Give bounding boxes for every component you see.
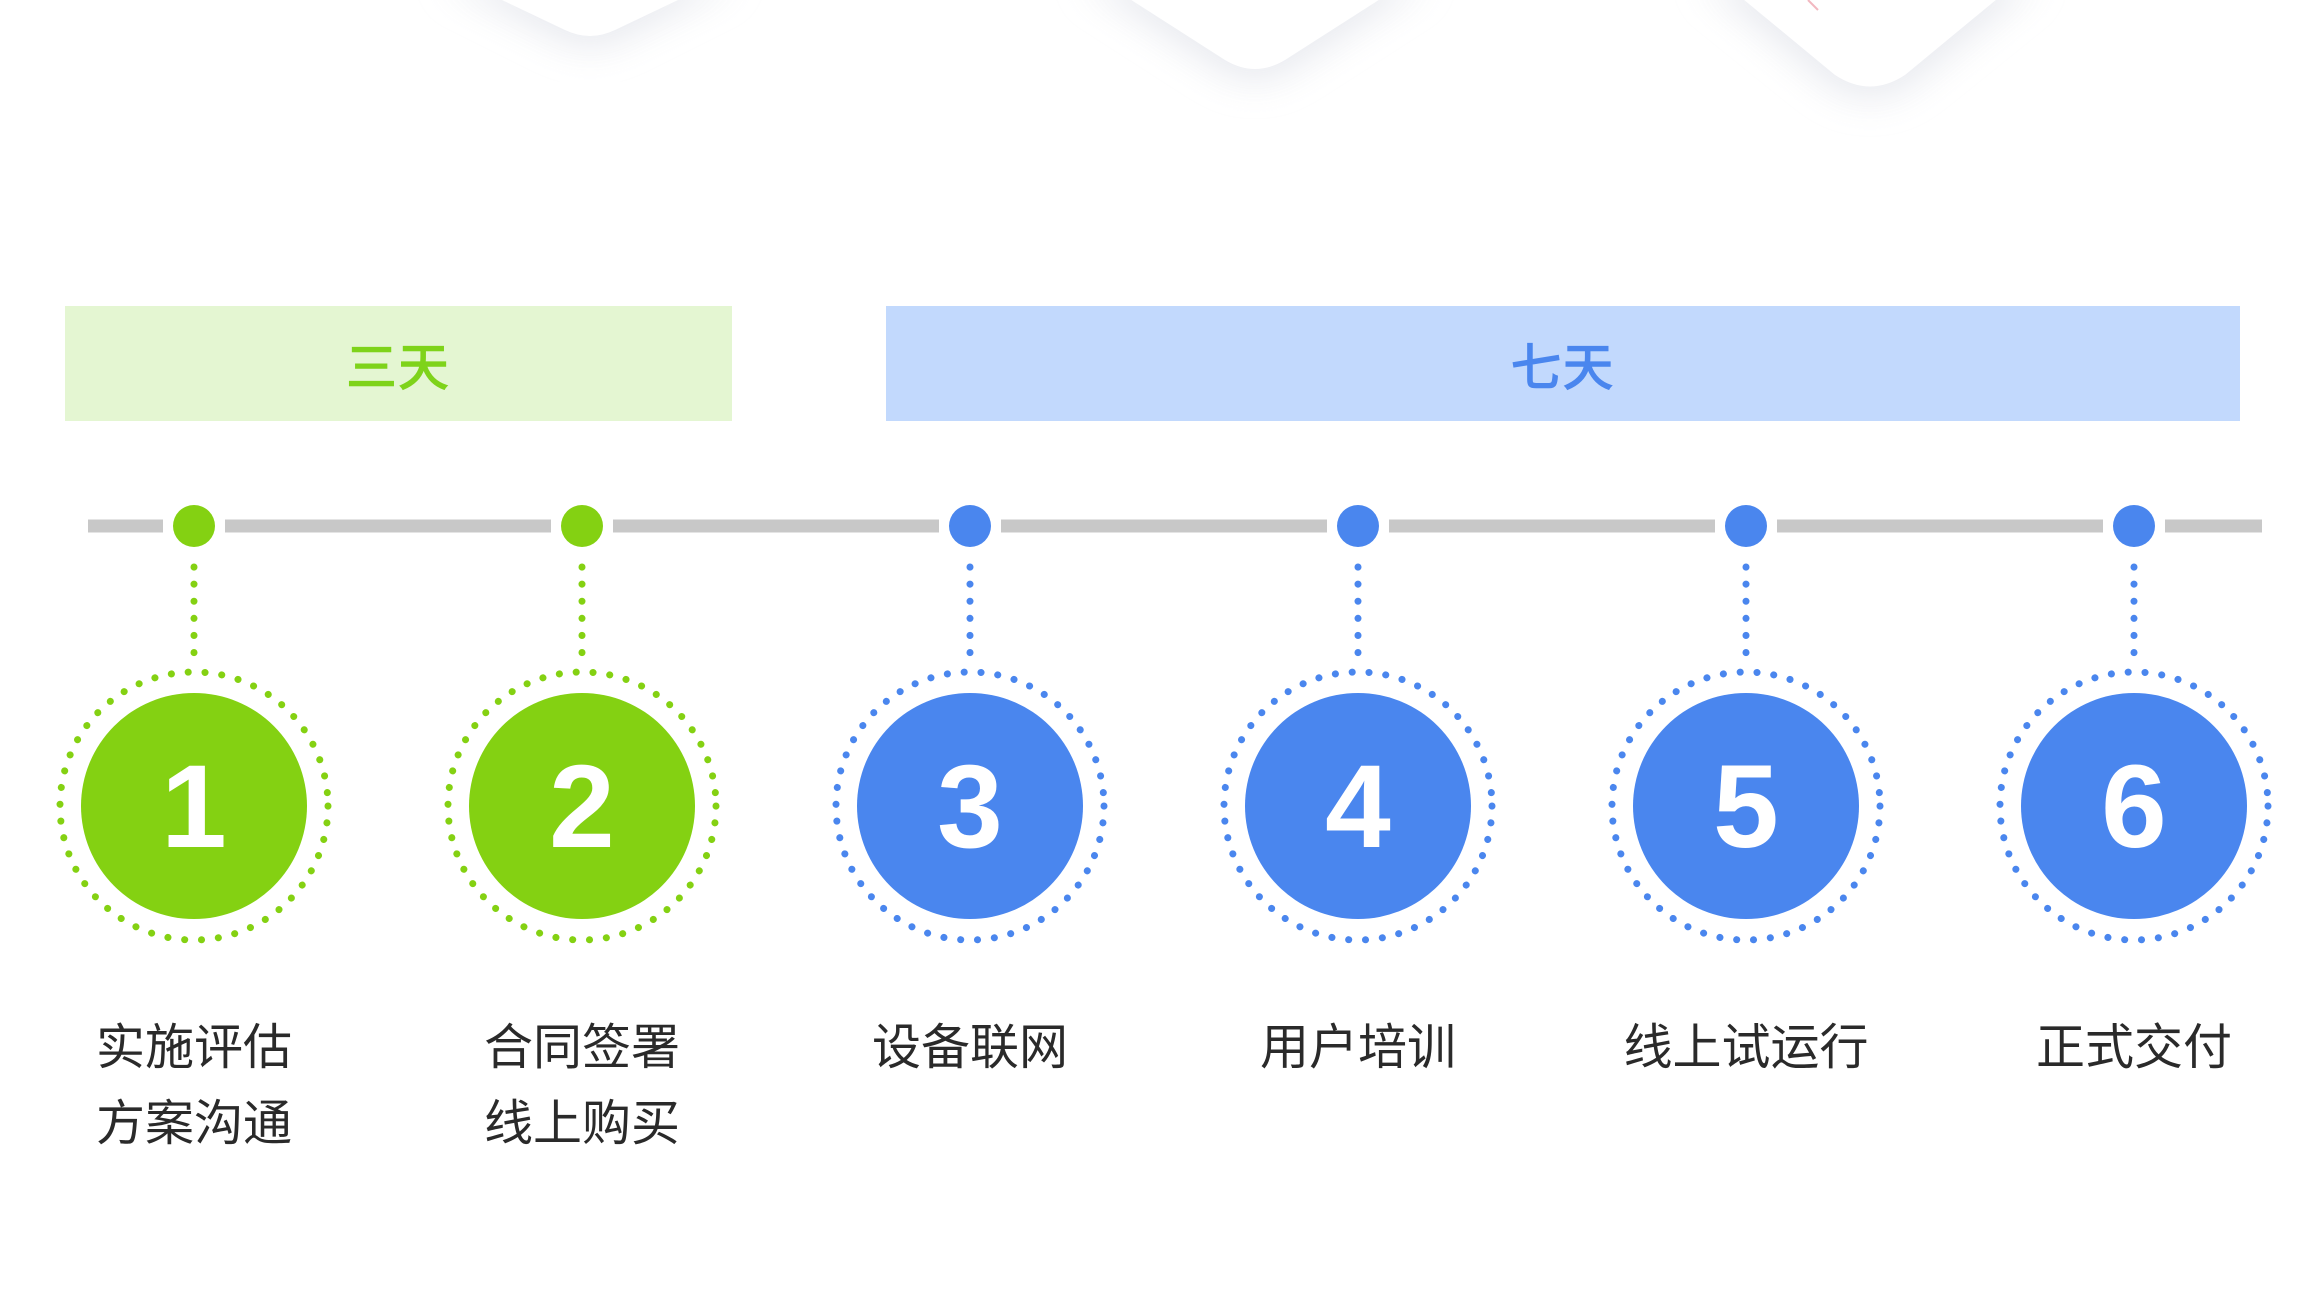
phase-label-seven-days: 七天 — [1511, 338, 1615, 397]
milestone-dot — [2113, 505, 2155, 547]
step-circle — [469, 693, 695, 919]
step-1: 1 — [56, 505, 332, 944]
dotted-ring — [444, 668, 720, 944]
step-label-line: 线上试运行 — [1623, 1019, 1869, 1076]
phase-bar-seven-days: 七天 — [886, 306, 2240, 421]
step-circle — [81, 693, 307, 919]
step-6: 6 — [1996, 505, 2272, 944]
step-number: 2 — [549, 741, 615, 873]
step-circle — [1633, 693, 1859, 919]
step-5: 5 — [1608, 505, 1884, 944]
step-label-1: 实施评估方案沟通 — [24, 1010, 364, 1162]
process-timeline: 1 2 3 4 5 6 — [56, 505, 2272, 944]
step-label-line: 方案沟通 — [95, 1095, 292, 1152]
step-number: 6 — [2101, 741, 2167, 873]
dotted-ring — [1996, 668, 2272, 944]
decorative-card-2 — [1111, 0, 1399, 81]
step-circle — [857, 693, 1083, 919]
dotted-ring — [832, 668, 1108, 944]
step-label-5: 线上试运行 — [1576, 1010, 1916, 1086]
step-label-2: 合同签署线上购买 — [412, 1010, 752, 1162]
step-3: 3 — [832, 505, 1108, 944]
decorative-top-cards — [480, 0, 2016, 99]
step-circle — [2021, 693, 2247, 919]
dotted-ring — [1608, 668, 1884, 944]
step-number: 5 — [1713, 741, 1779, 873]
dotted-ring — [1220, 668, 1496, 944]
step-label-line: 正式交付 — [2035, 1019, 2232, 1076]
milestone-dot — [561, 505, 603, 547]
decorative-card-3 — [1724, 0, 2016, 99]
step-label-3: 设备联网 — [800, 1010, 1140, 1086]
step-circle — [1245, 693, 1471, 919]
milestone-dot — [949, 505, 991, 547]
milestone-dot — [173, 505, 215, 547]
milestone-dot — [1725, 505, 1767, 547]
step-label-line: 线上购买 — [483, 1095, 680, 1152]
step-4: 4 — [1220, 505, 1496, 944]
decorative-card-1 — [480, 0, 700, 48]
step-2: 2 — [444, 505, 720, 944]
step-label-line: 用户培训 — [1259, 1019, 1456, 1076]
milestone-dot — [1337, 505, 1379, 547]
dotted-ring — [56, 668, 332, 944]
step-number: 3 — [937, 741, 1003, 873]
step-number: 4 — [1325, 741, 1391, 873]
step-label-line: 合同签署 — [483, 1019, 680, 1076]
step-label-line: 设备联网 — [871, 1019, 1068, 1076]
step-number: 1 — [161, 741, 227, 873]
phase-bar-three-days: 三天 — [65, 306, 732, 421]
step-label-6: 正式交付 — [1964, 1010, 2304, 1086]
step-label-line: 实施评估 — [95, 1019, 292, 1076]
phase-label-three-days: 三天 — [346, 338, 451, 397]
step-label-4: 用户培训 — [1188, 1010, 1528, 1086]
